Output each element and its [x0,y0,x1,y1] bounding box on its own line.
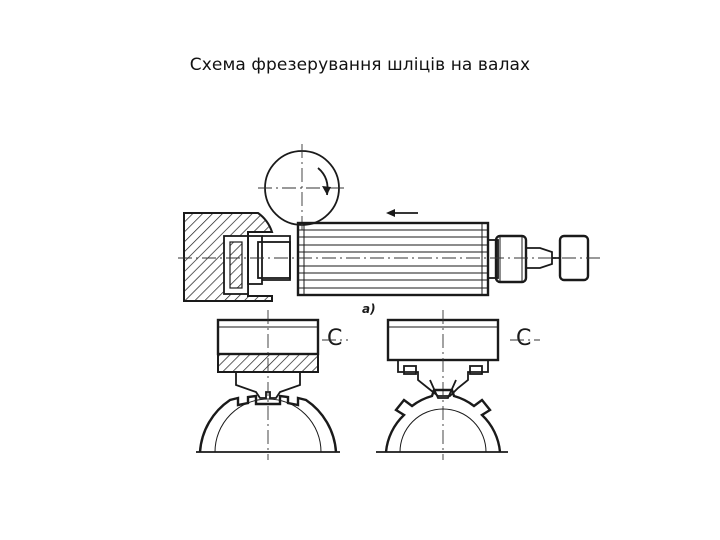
label-a: а) [362,302,376,316]
milling-cutter [258,144,346,232]
section-left: C [196,310,348,460]
tailstock [487,234,590,284]
top-view: а) [178,144,600,316]
splined-shaft [296,221,490,297]
spindle-center [247,235,291,285]
section-left-label: C [327,326,342,351]
headstock [183,212,274,302]
rotation-arrow-icon [317,167,331,196]
section-right-label: C [516,326,531,351]
section-right: C [376,310,540,460]
arrow-left-icon [386,209,418,217]
slide-title: Схема фрезерування шліців на валах [189,55,531,75]
